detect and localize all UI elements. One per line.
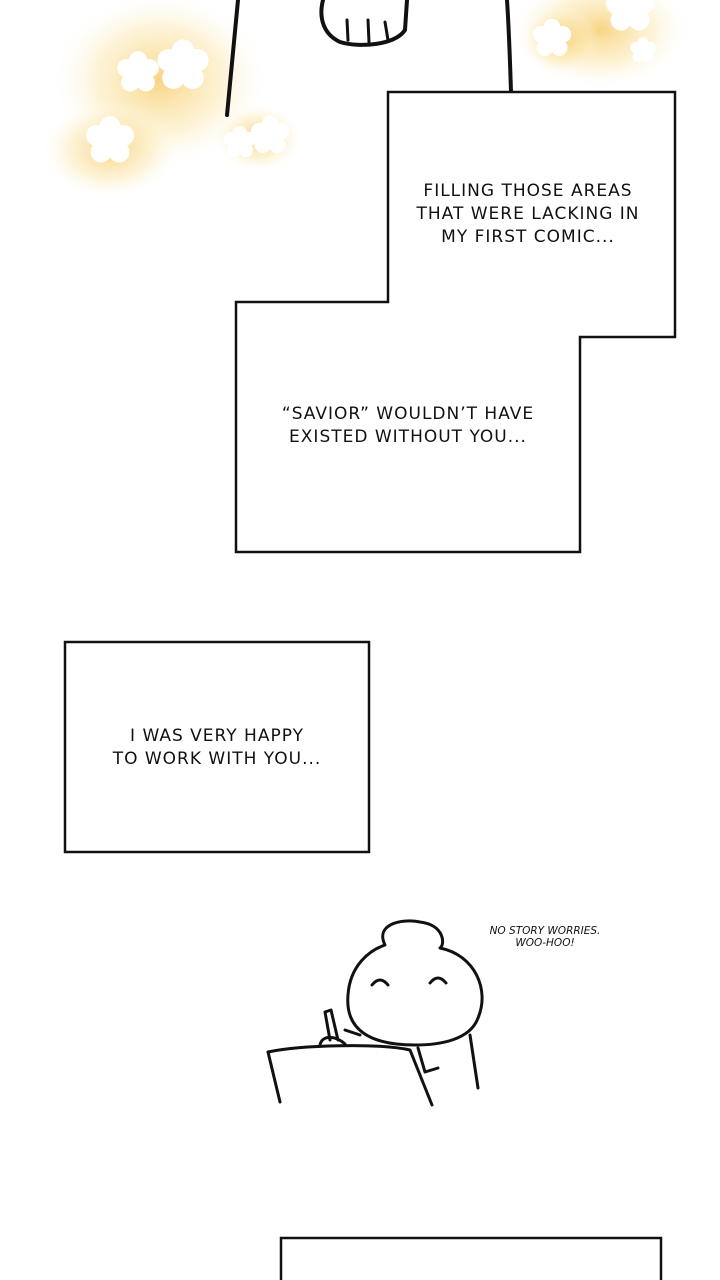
next-panel [279, 1236, 663, 1280]
sfx-line: No story worries. [489, 925, 601, 937]
caption-line: “Savior” wouldn’t have [281, 404, 535, 424]
caption-line: Filling those areas [423, 181, 633, 201]
caption-line: existed without you... [289, 427, 527, 447]
caption-line: to work with you... [112, 749, 322, 769]
caption-savior: “Savior” wouldn’t have existed without y… [238, 403, 578, 449]
caption-filling-areas: Filling those areas that were lacking in… [390, 180, 666, 249]
sfx-line: Woo-hoo! [515, 937, 575, 949]
caption-happy: I was very happy to work with you... [67, 725, 367, 771]
caption-line: my first comic... [441, 227, 615, 247]
caption-line: I was very happy [130, 726, 304, 746]
chibi-artist-drawing [266, 919, 484, 1107]
caption-line: that were lacking in [416, 204, 640, 224]
sfx-text: No story worries. Woo-hoo! [460, 925, 630, 949]
glowing-flowers [40, 0, 690, 200]
caption-panel-1-2 [234, 90, 677, 554]
character-body-top [225, 0, 513, 117]
caption-panel-3 [63, 640, 371, 854]
